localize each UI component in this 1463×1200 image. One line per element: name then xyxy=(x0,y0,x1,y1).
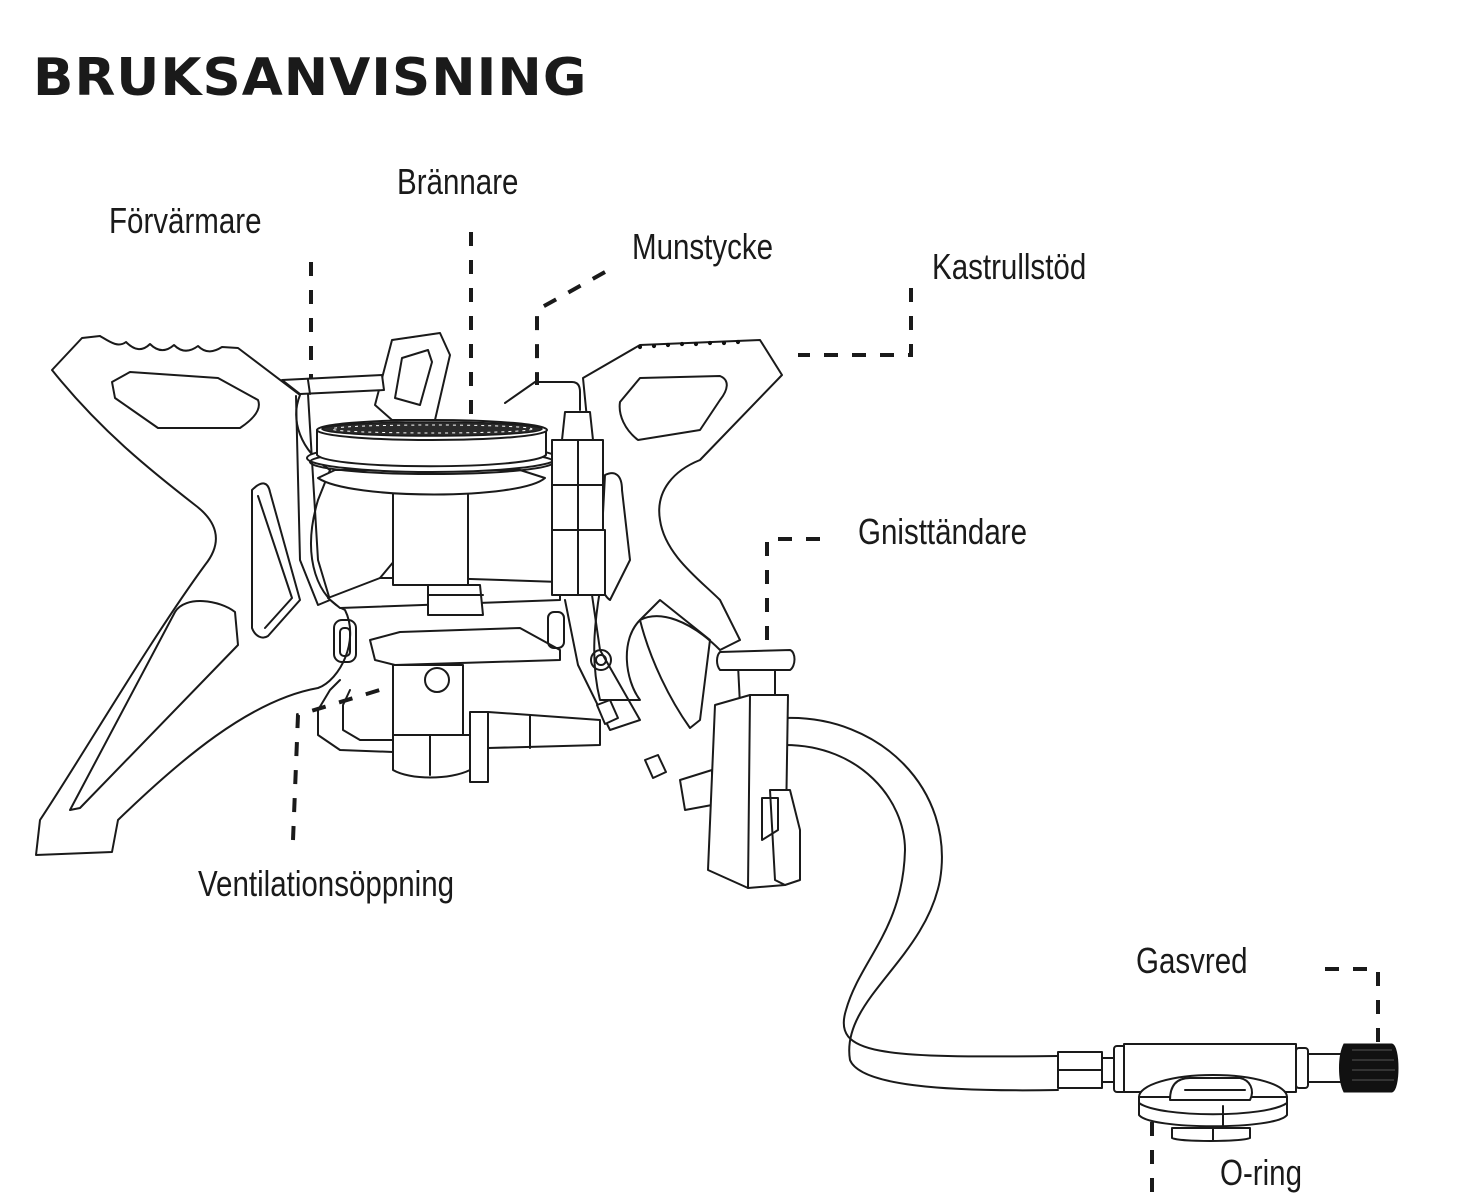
leader-lines xyxy=(291,232,1380,1200)
piezo-igniter xyxy=(707,649,801,889)
burner-head xyxy=(306,419,558,496)
serration-right xyxy=(637,339,741,350)
label-brannare: Brännare xyxy=(397,161,519,202)
label-kastrullstod: Kastrullstöd xyxy=(932,246,1087,287)
vent-slots xyxy=(333,611,565,663)
burner-column xyxy=(392,489,484,616)
gas-hose xyxy=(784,716,1059,1092)
preheater xyxy=(281,374,385,606)
pot-support-back xyxy=(374,332,451,421)
valve-body xyxy=(317,627,601,783)
label-forvarmare: Förvärmare xyxy=(109,200,262,241)
label-munstycke: Munstycke xyxy=(632,226,774,267)
leader-gasvred xyxy=(1325,967,1380,1042)
leader-munstycke xyxy=(535,270,606,385)
label-gnisttandare: Gnisttändare xyxy=(858,511,1028,552)
pot-support-right xyxy=(582,339,783,729)
document-title: BRUKSANVISNING xyxy=(33,48,588,108)
label-ventilationsoppning: Ventilationsöppning xyxy=(198,863,455,904)
nozzle-electrode xyxy=(504,381,641,731)
pot-support-left xyxy=(35,335,352,856)
label-oring: O-ring xyxy=(1220,1152,1303,1193)
gas-valve-assembly xyxy=(1057,1043,1399,1142)
label-gasvred: Gasvred xyxy=(1136,940,1248,981)
leader-kastrullstod xyxy=(798,288,913,357)
gas-knob-icon xyxy=(1339,1043,1399,1093)
leader-gnisttandare xyxy=(765,537,820,640)
ignition-pipe xyxy=(590,649,713,811)
